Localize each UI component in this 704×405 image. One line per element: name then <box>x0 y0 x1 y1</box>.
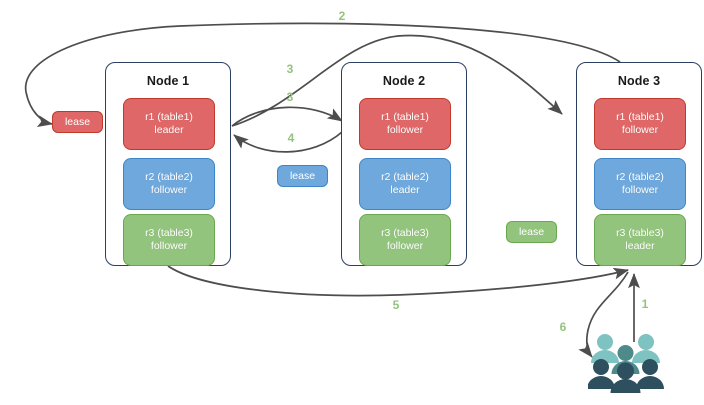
node-title-node3: Node 3 <box>617 74 661 88</box>
replica-n1r3-line2: follower <box>150 240 188 252</box>
replica-n1r1-line1: r1 (table1) <box>145 110 193 123</box>
replica-n2r1-line1: r1 (table1) <box>381 110 429 123</box>
edge-label-4: 4 <box>287 131 295 145</box>
replica-n3r2-line2: follower <box>621 184 659 196</box>
replica-n3r1-line2: follower <box>621 124 659 136</box>
replica-n1r2-line2: follower <box>150 184 188 196</box>
node-box-node2[interactable]: Node 2 r1 (table1) follower r2 (table2) … <box>341 62 467 266</box>
replica-n1r3-line1: r3 (table3) <box>145 226 193 239</box>
replica-n3r3[interactable]: r3 (table3) leader <box>594 214 686 266</box>
node-title-node1: Node 1 <box>146 74 190 88</box>
node-title-node2: Node 2 <box>382 74 426 88</box>
replica-n3r2-line1: r2 (table2) <box>616 170 664 183</box>
replica-n3r2[interactable]: r2 (table2) follower <box>594 158 686 210</box>
node-box-node1[interactable]: Node 1 r1 (table1) leader r2 (table2) fo… <box>105 62 231 266</box>
edge-label-3-long: 3 <box>286 62 294 76</box>
replica-n1r3[interactable]: r3 (table3) follower <box>123 214 215 266</box>
replica-n1r2[interactable]: r2 (table2) follower <box>123 158 215 210</box>
replica-n3r3-line1: r3 (table3) <box>616 226 664 239</box>
replica-n2r3-line2: follower <box>386 240 424 252</box>
edge-label-3-short: 3 <box>286 90 294 104</box>
replica-n1r1-line2: leader <box>154 124 184 136</box>
edge-label-1: 1 <box>641 297 649 311</box>
edge-5-path <box>167 265 629 297</box>
replica-n3r1-line1: r1 (table1) <box>616 110 664 123</box>
replica-n2r2[interactable]: r2 (table2) leader <box>359 158 451 210</box>
replica-n3r1[interactable]: r1 (table1) follower <box>594 98 686 150</box>
replica-n2r1[interactable]: r1 (table1) follower <box>359 98 451 150</box>
lease-badge-r3[interactable]: lease <box>506 221 557 243</box>
edge-label-6: 6 <box>559 320 567 334</box>
replica-n2r2-line1: r2 (table2) <box>381 170 429 183</box>
lease-badge-r2[interactable]: lease <box>277 165 328 187</box>
replica-n2r1-line2: follower <box>386 124 424 136</box>
node-box-node3[interactable]: Node 3 r1 (table1) follower r2 (table2) … <box>576 62 702 266</box>
replica-n2r3[interactable]: r3 (table3) follower <box>359 214 451 266</box>
lease-badge-r1[interactable]: lease <box>52 111 103 133</box>
replica-n2r3-line1: r3 (table3) <box>381 226 429 239</box>
replica-n3r3-line2: leader <box>625 240 655 252</box>
edge-label-5: 5 <box>392 298 400 312</box>
replica-n1r1[interactable]: r1 (table1) leader <box>123 98 215 150</box>
edge-label-2: 2 <box>338 9 346 23</box>
replica-n1r2-line1: r2 (table2) <box>145 170 193 183</box>
people-group-icon <box>588 334 664 393</box>
edge-3-short-path <box>231 106 343 127</box>
replica-n2r2-line2: leader <box>390 184 420 196</box>
